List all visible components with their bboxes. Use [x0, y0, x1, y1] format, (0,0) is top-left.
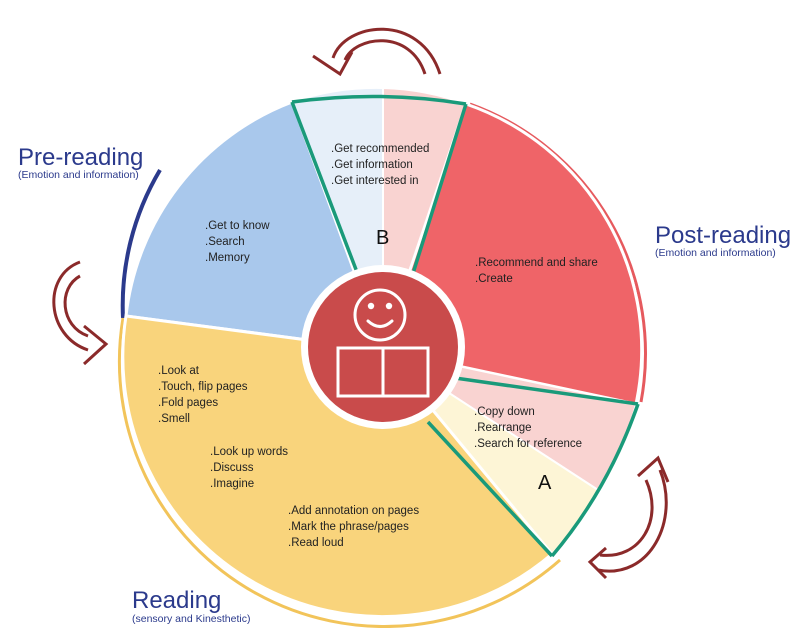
pre-reading-title: Pre-reading — [18, 144, 143, 171]
reading-item: .Look up words — [210, 446, 288, 458]
top-cycle-arrow-icon — [312, 27, 442, 77]
reading-item: .Read loud — [288, 537, 344, 549]
pre-reading-subtitle: (Emotion and information) — [18, 169, 139, 181]
marker-a: A — [538, 472, 552, 494]
left-cycle-arrow-icon — [52, 260, 109, 366]
reading-title: Reading — [132, 587, 221, 614]
pre-reading-segment — [124, 100, 386, 352]
reading-outer-arc — [117, 317, 561, 628]
reading-item: .Fold pages — [158, 397, 218, 409]
pre-reading-outer-arc — [120, 168, 162, 319]
b-segment-item: .Get interested in — [331, 175, 419, 187]
a-left-divider — [426, 420, 554, 558]
reading-item: .Look at — [158, 365, 200, 377]
open-book-icon — [336, 346, 430, 398]
pre-reading-item: .Search — [205, 236, 245, 248]
pre-reading-item: .Memory — [205, 252, 250, 264]
a-outer-divider — [550, 403, 640, 558]
b-segment-item: .Get recommended — [331, 143, 429, 155]
a-top-divider — [454, 376, 639, 406]
post-reading-subtitle: (Emotion and information) — [655, 247, 776, 259]
reading-item: .Touch, flip pages — [158, 381, 248, 393]
post-reading-item: .Recommend and share — [475, 257, 598, 269]
a-segment-item: .Rearrange — [474, 422, 532, 434]
reading-item: .Discuss — [210, 462, 254, 474]
marker-b: B — [376, 227, 389, 249]
a-segment-item: .Copy down — [474, 406, 535, 418]
reading-item: .Add annotation on pages — [288, 505, 419, 517]
b-left-divider — [290, 101, 362, 281]
smiley-face-icon — [353, 288, 407, 342]
b-top-divider — [291, 94, 467, 106]
reading-item: .Smell — [158, 413, 190, 425]
post-reading-title: Post-reading — [655, 222, 791, 249]
post-reading-item: .Create — [475, 273, 513, 285]
pre-reading-item: .Get to know — [205, 220, 270, 232]
reading-segment — [121, 314, 555, 619]
b-segment-item: .Get information — [331, 159, 413, 171]
b-right-divider — [408, 103, 468, 284]
reading-item: .Mark the phrase/pages — [288, 521, 409, 533]
reading-item: .Imagine — [210, 478, 254, 490]
a-segment-item: .Search for reference — [474, 438, 582, 450]
right-cycle-arrow-icon — [587, 455, 670, 580]
reading-subtitle: (sensory and Kinesthetic) — [132, 613, 250, 625]
